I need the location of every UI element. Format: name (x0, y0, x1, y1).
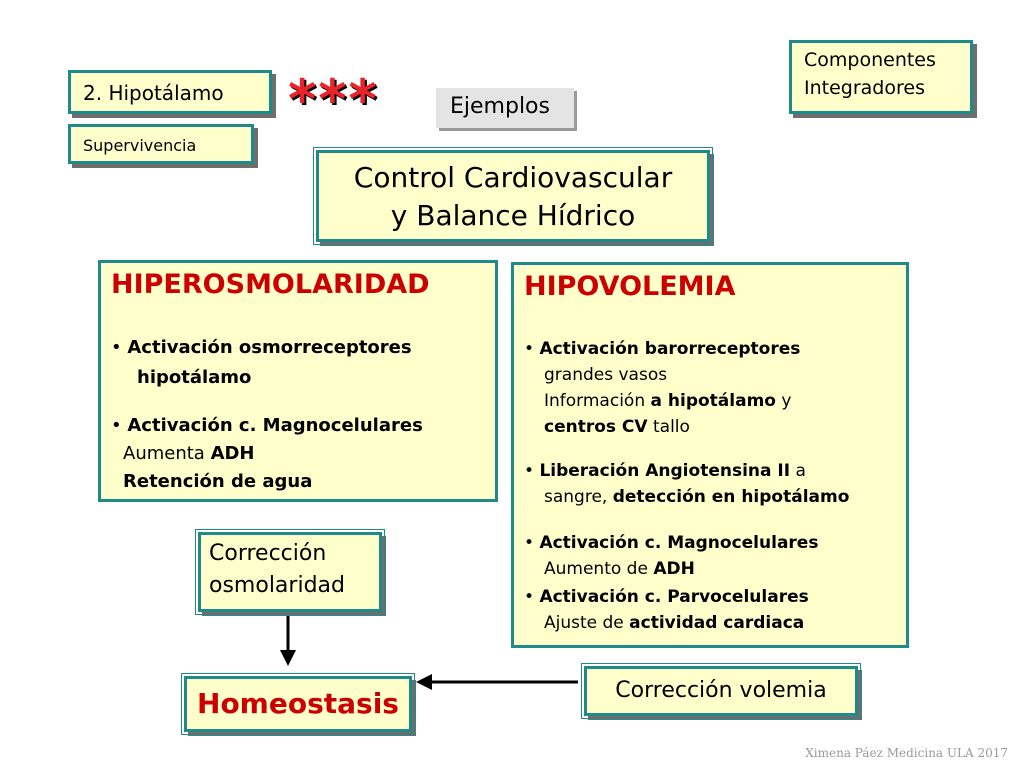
hipovolemia-heading: HIPOVOLEMIA (524, 271, 736, 302)
hipovolemia-box: HIPOVOLEMIA • Activación barorreceptores… (511, 262, 909, 648)
bullet: • (111, 337, 122, 358)
bullet: • (524, 339, 535, 359)
hiper-item-2-line-2: Aumenta ADH (123, 443, 255, 464)
footer-credit: Ximena Páez Medicina ULA 2017 (805, 746, 1008, 760)
hipo-item-3-line-2: Aumento de ADH (544, 559, 695, 579)
hipo-item-4-line-2: Ajuste de actividad cardiaca (544, 613, 805, 633)
hipo-item-1-line-3: Información a hipotálamo y (544, 391, 792, 411)
correccion-volemia-label: Corrección volemia (615, 678, 827, 703)
hiper-item-1-cont: hipotálamo (137, 367, 252, 388)
componentes-integradores-box: Componentes Integradores (789, 40, 973, 114)
hiper-item-1: • Activación osmorreceptores (111, 337, 412, 358)
hipotalamo-label: 2. Hipotálamo (83, 81, 224, 105)
correccion-volemia-box: Corrección volemia (581, 663, 861, 719)
homeostasis-label: Homeostasis (197, 687, 399, 720)
supervivencia-label: Supervivencia (83, 136, 197, 155)
hiper-item-2-line-3: Retención de agua (123, 471, 313, 492)
correccion-osmolaridad-box: Corrección osmolaridad (195, 529, 385, 615)
ejemplos-box: Ejemplos (436, 88, 574, 128)
homeostasis-box: Homeostasis (181, 673, 415, 735)
hipotalamo-box: 2. Hipotálamo (68, 70, 272, 114)
arrow-left (416, 674, 578, 690)
bullet: • (524, 587, 535, 607)
osmolaridad-label: osmolaridad (209, 573, 345, 598)
ejemplos-label: Ejemplos (450, 94, 550, 119)
hipo-item-1-line-4: centros CV tallo (544, 417, 690, 437)
hipo-item-1: • Activación barorreceptores (524, 339, 801, 359)
bullet: • (524, 461, 535, 481)
arrow-down (280, 616, 296, 666)
correccion-label: Corrección (209, 541, 327, 566)
hipo-item-3: • Activación c. Magnocelulares (524, 533, 819, 553)
hiper-item-2: • Activación c. Magnocelulares (111, 415, 423, 436)
hipo-item-2: • Liberación Angiotensina II a (524, 461, 806, 481)
title-line-1: Control Cardiovascular (353, 161, 673, 194)
hiperosmolaridad-box: HIPEROSMOLARIDAD • Activación osmorrecep… (98, 260, 498, 502)
title-box: Control Cardiovascular y Balance Hídrico (313, 147, 713, 245)
hipo-item-2-line-2: sangre, detección en hipotálamo (544, 487, 850, 507)
integradores-label: Integradores (804, 77, 925, 99)
componentes-label: Componentes (804, 49, 936, 71)
bullet: • (111, 415, 122, 436)
title-line-2: y Balance Hídrico (390, 199, 636, 232)
hipo-item-4: • Activación c. Parvocelulares (524, 587, 809, 607)
supervivencia-box: Supervivencia (68, 124, 254, 164)
importance-stars: *** (288, 68, 379, 131)
hipo-item-1-line-2: grandes vasos (544, 365, 668, 385)
hiperosmolaridad-heading: HIPEROSMOLARIDAD (111, 269, 430, 300)
bullet: • (524, 533, 535, 553)
